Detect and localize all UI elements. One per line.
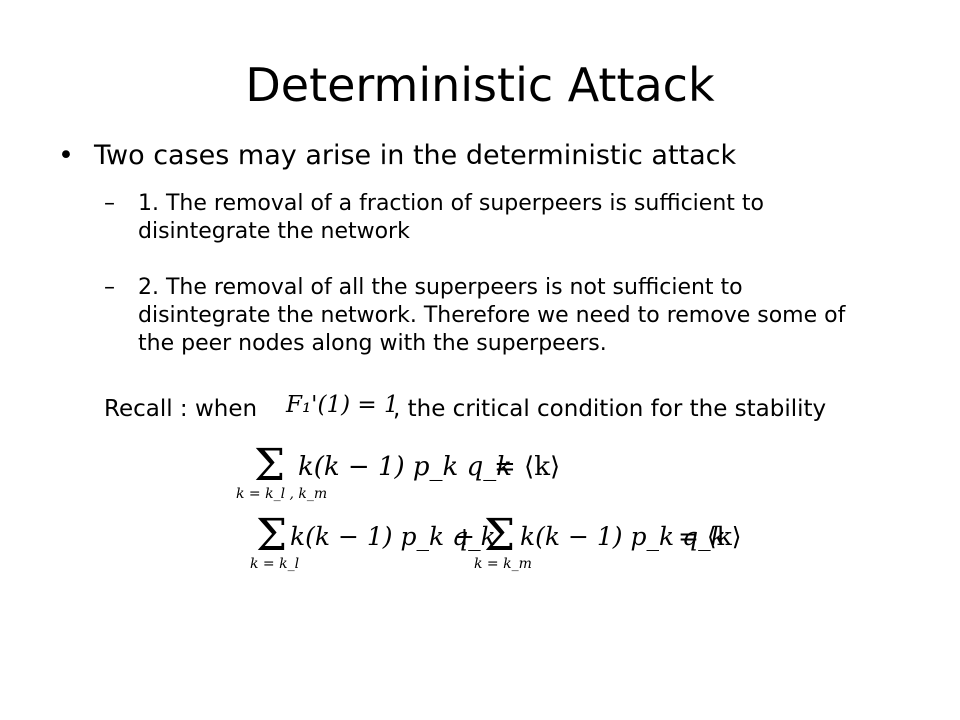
equation-2-term-2: k(k − 1) p_k q_k: [520, 522, 726, 551]
equation-2-lower-limit-1: k = k_l: [250, 556, 300, 572]
subpoint-1-text: 1. The removal of a fraction of superpee…: [138, 191, 764, 245]
bullet-marker: •: [58, 140, 74, 171]
equation-1-term: k(k − 1) p_k q_k: [298, 452, 512, 482]
subpoint-2-text: 2. The removal of all the superpeers is …: [138, 275, 846, 357]
inline-formula: F₁'(1) = 1: [286, 392, 399, 418]
equation-1-lower-limit: k = k_l , k_m: [236, 486, 328, 502]
subpoint-1-marker: –: [104, 191, 115, 216]
slide-title: Deterministic Attack: [245, 58, 715, 112]
recall-suffix: , the critical condition for the stabili…: [393, 396, 827, 422]
equation-1-rhs: = ⟨k⟩: [494, 452, 561, 482]
equation-2-rhs: = ⟨k⟩: [678, 522, 742, 551]
recall-prefix: Recall : when: [104, 396, 258, 422]
equation-1-sigma: Σ: [254, 440, 286, 491]
equation-2-plus: +: [454, 522, 475, 551]
bullet-text: Two cases may arise in the deterministic…: [94, 140, 737, 171]
equation-2-sigma-2: Σ: [484, 510, 516, 561]
equation-2-term-1: k(k − 1) p_k q_k: [290, 522, 496, 551]
equation-2-lower-limit-2: k = k_m: [474, 556, 532, 572]
subpoint-2-marker: –: [104, 275, 115, 300]
equation-2-sigma-1: Σ: [256, 510, 288, 561]
